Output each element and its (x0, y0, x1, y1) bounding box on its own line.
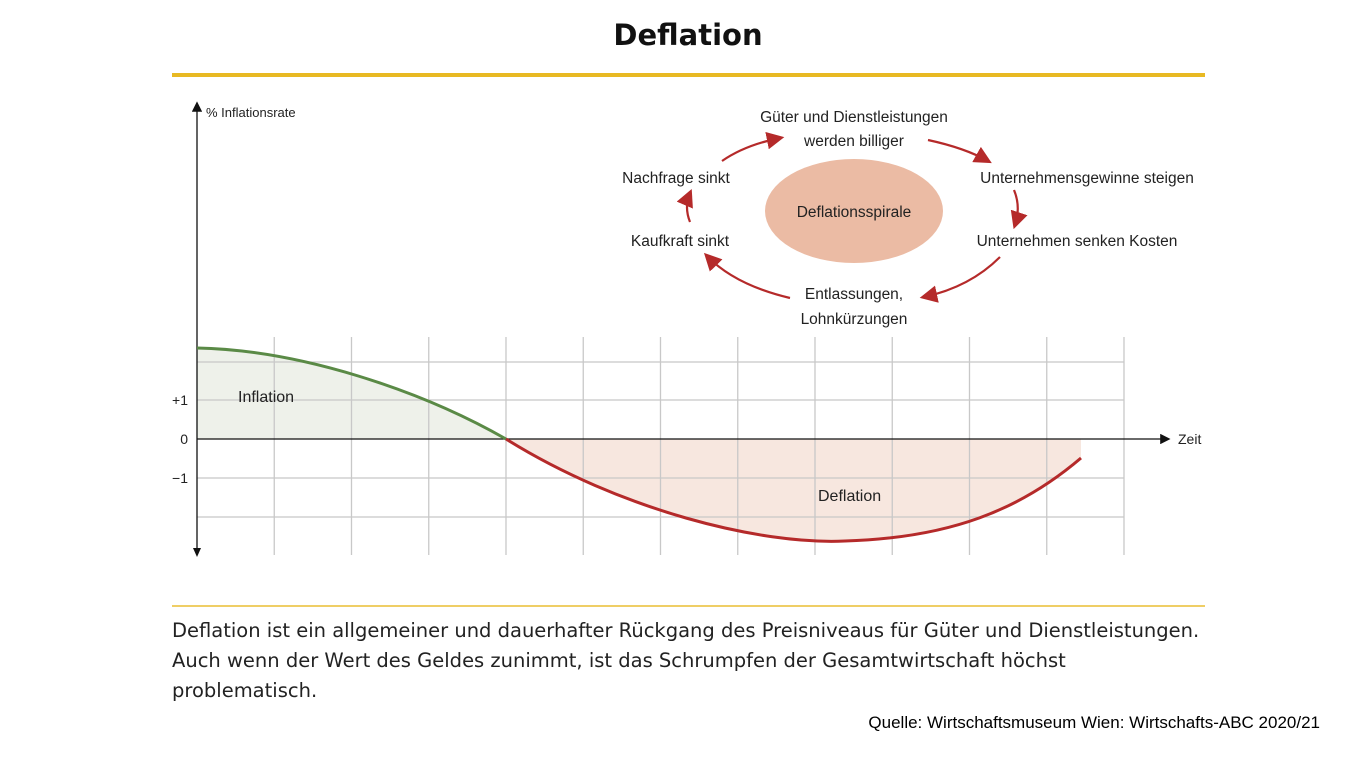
spiral-arrows (676, 131, 1028, 303)
y-tick-0: 0 (180, 431, 188, 447)
deflation-curve (505, 437, 1082, 543)
deflation-area (506, 439, 1081, 542)
description-text: Deflation ist ein allgemeiner und dauerh… (172, 619, 1200, 702)
spiral-step-purchasing-power: Kaufkraft sinkt (631, 233, 730, 250)
spiral-center-ellipse (765, 159, 943, 263)
arrow-icon (919, 256, 1001, 303)
top-divider (172, 73, 1205, 77)
spiral-step-costs: Unternehmen senken Kosten (977, 233, 1178, 250)
arrow-icon (1010, 189, 1028, 230)
bottom-divider (172, 605, 1205, 607)
spiral-step-goods-1: Güter und Dienstleistungen (760, 109, 948, 126)
y-axis-down-arrow (193, 548, 201, 557)
x-axis-label: Zeit (1178, 431, 1201, 447)
deflation-label: Deflation (818, 488, 881, 505)
spiral-step-goods-2: werden billiger (803, 133, 904, 150)
spiral-step-layoffs-1: Entlassungen, (805, 286, 903, 303)
inflation-label: Inflation (238, 389, 294, 406)
page-title: Deflation (613, 18, 763, 52)
grid (197, 337, 1125, 555)
spiral-step-profits: Unternehmensgewinne steigen (980, 170, 1194, 187)
arrow-icon (721, 131, 785, 162)
spiral-center-label: Deflationsspirale (797, 204, 912, 221)
inflation-curve (196, 346, 507, 441)
y-tick-minus1: −1 (172, 470, 188, 486)
arrow-icon (703, 252, 791, 300)
arrow-icon (927, 138, 992, 164)
source-citation: Quelle: Wirtschaftsmuseum Wien: Wirtscha… (868, 713, 1320, 732)
y-axis-label: % Inflationsrate (206, 105, 296, 120)
spiral-step-demand: Nachfrage sinkt (622, 170, 730, 187)
y-tick-plus1: +1 (172, 392, 188, 408)
spiral-step-layoffs-2: Lohnkürzungen (801, 311, 908, 328)
arrow-icon (676, 188, 693, 223)
